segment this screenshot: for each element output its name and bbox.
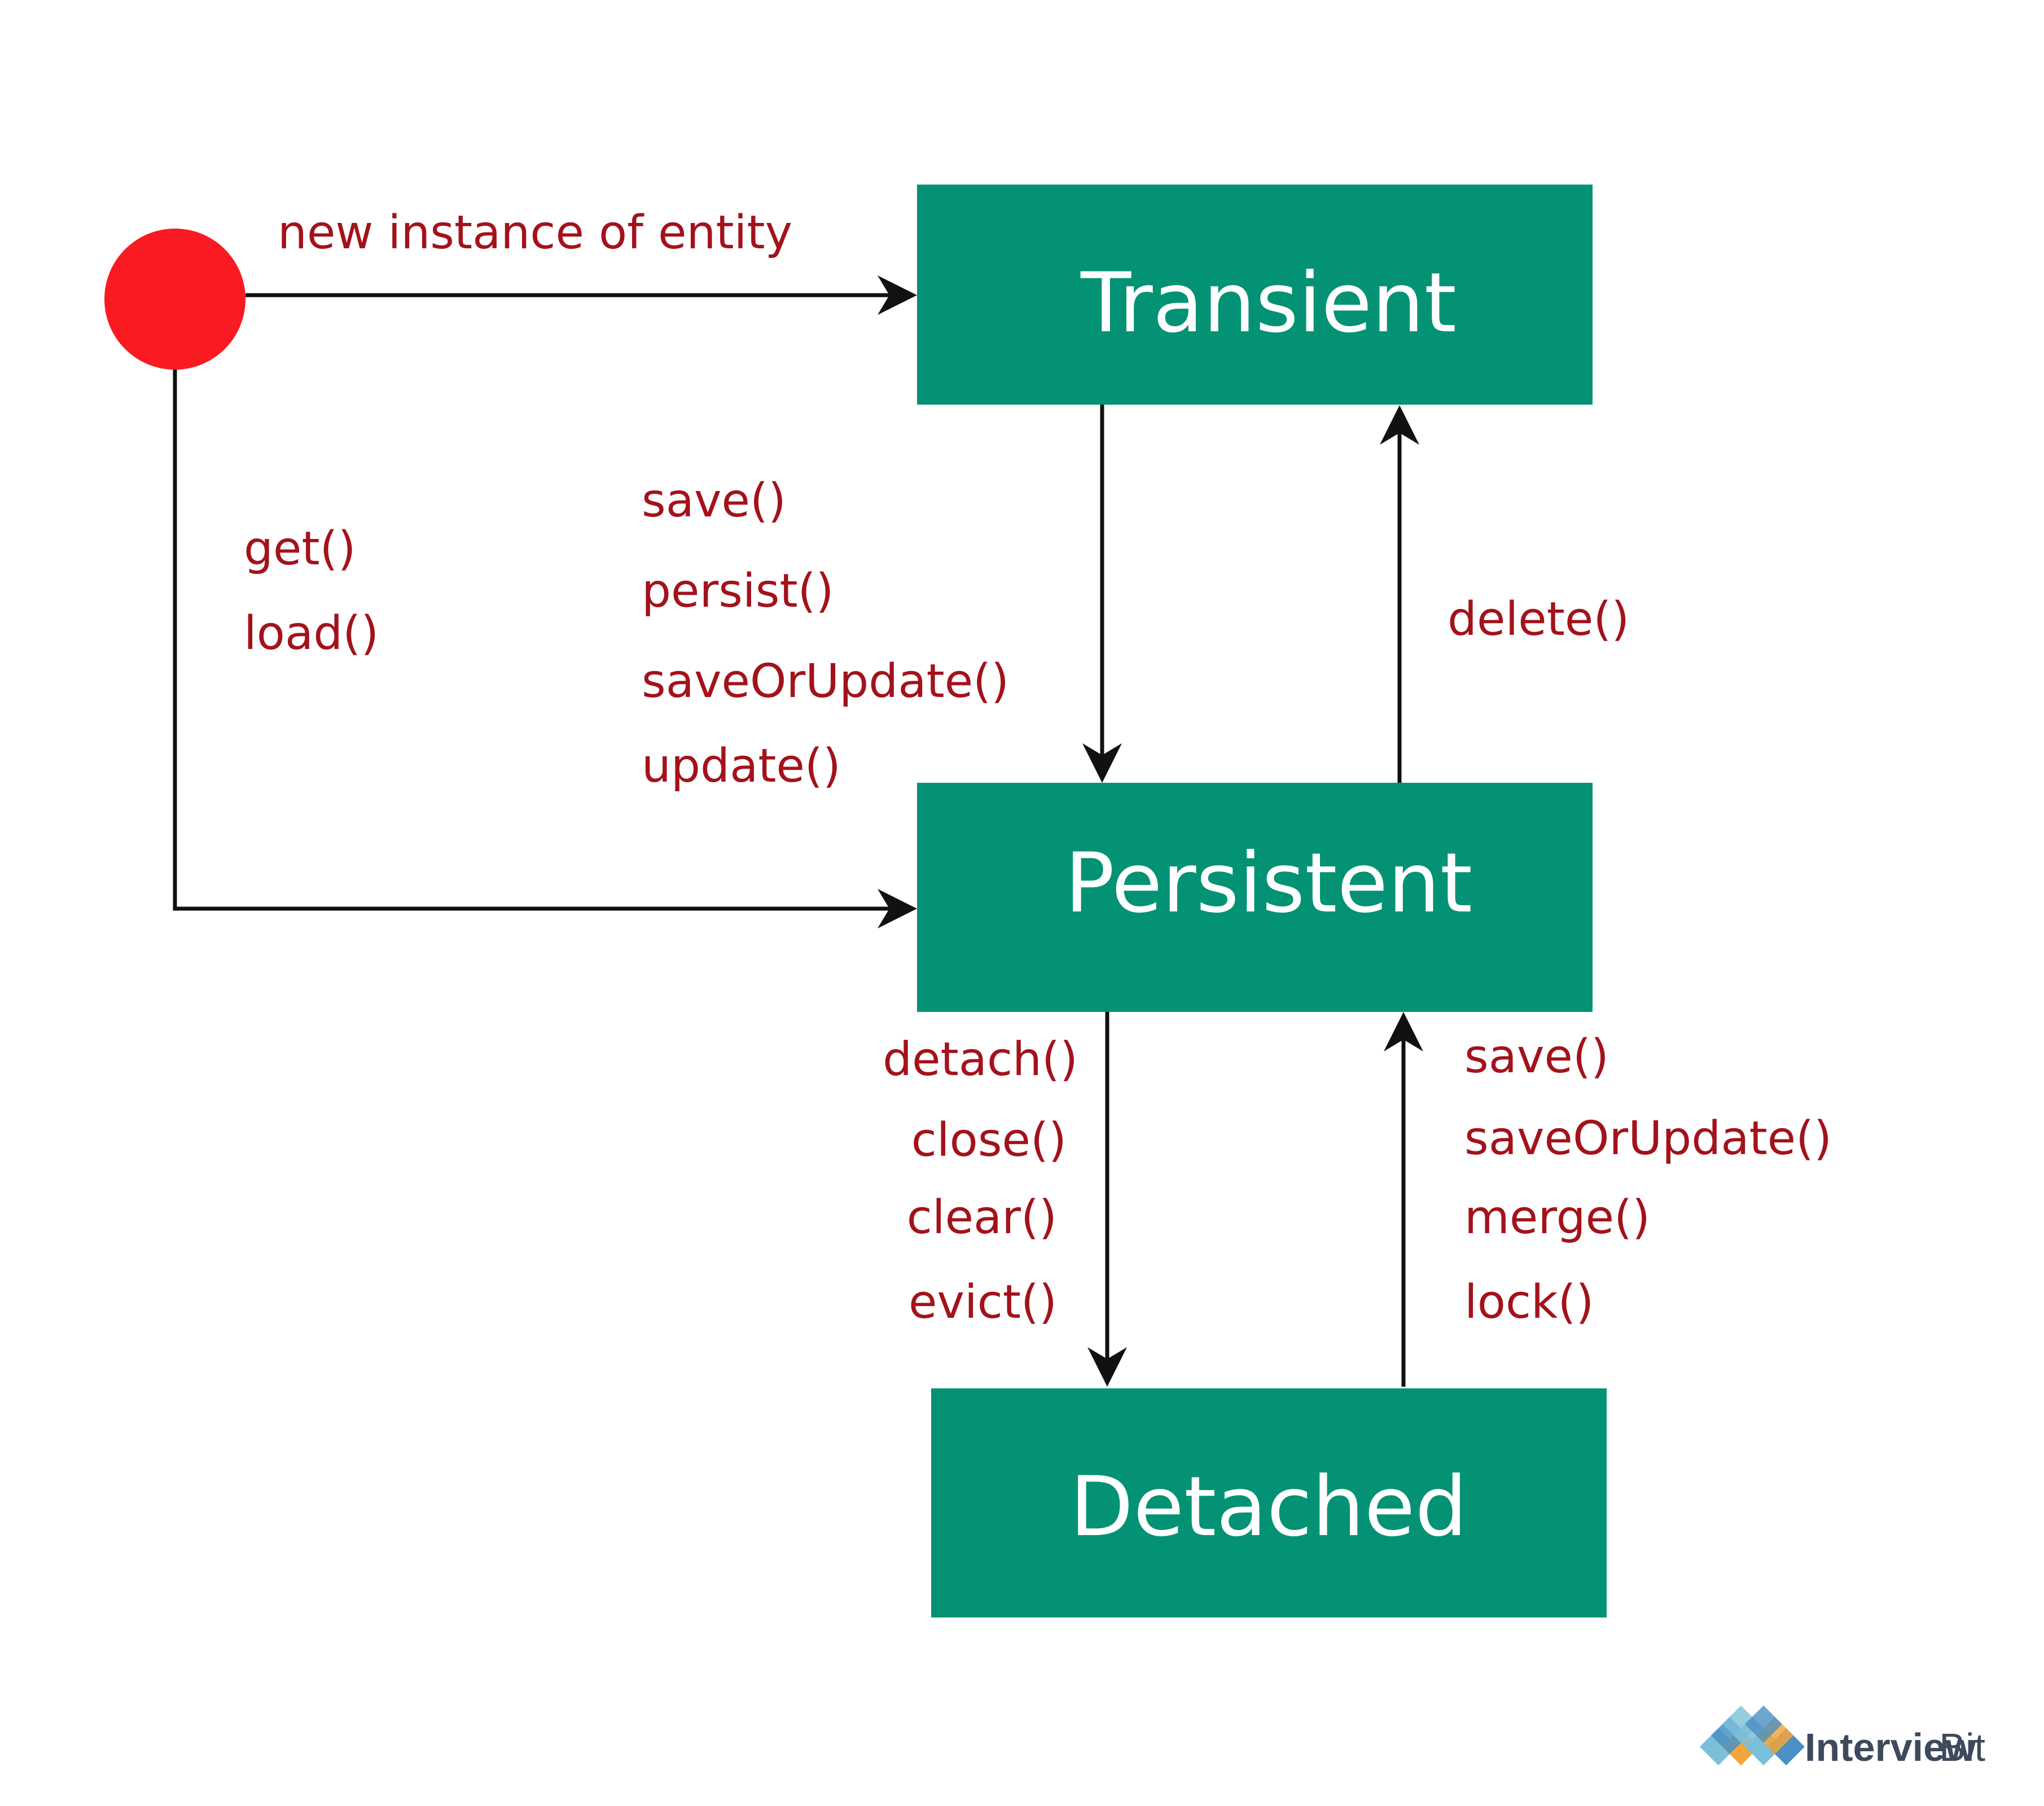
label-lock: lock() [1464,1275,1594,1329]
label-new-instance: new instance of entity [278,206,792,260]
label-detach: detach() [883,1033,1078,1086]
edges [173,275,1423,1387]
state-transient-label: Transient [1080,255,1457,351]
label-update: update() [642,739,841,793]
label-evict: evict() [909,1275,1057,1329]
brand-name-light: Bit [1939,1725,1985,1769]
label-save-or-update-2: saveOrUpdate() [1464,1112,1832,1165]
label-get: get() [244,522,356,576]
brand: Interview Bit [1700,1706,1985,1769]
label-load: load() [244,607,379,660]
state-persistent-label: Persistent [1065,835,1472,931]
state-transient: Transient [917,185,1593,405]
label-delete: delete() [1448,593,1629,646]
label-close: close() [911,1114,1067,1167]
state-detached: Detached [931,1388,1607,1617]
edge-start-to-persistent [173,370,917,928]
state-persistent: Persistent [917,783,1593,1012]
state-detached-label: Detached [1070,1459,1467,1555]
label-clear: clear() [907,1191,1057,1244]
brand-name-bold: Interview [1805,1725,1976,1769]
label-save-or-update: saveOrUpdate() [642,655,1009,708]
label-save-2: save() [1464,1030,1609,1084]
start-node [104,229,245,370]
label-persist: persist() [642,564,834,618]
label-merge: merge() [1464,1191,1650,1244]
label-save: save() [642,474,786,528]
interviewbit-logo-icon [1700,1706,1805,1765]
